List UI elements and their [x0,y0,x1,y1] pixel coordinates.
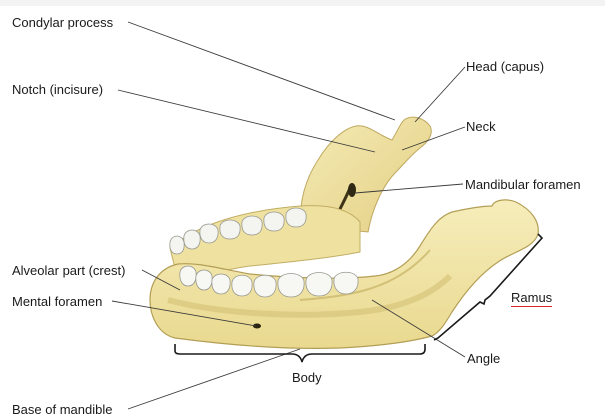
tooth [219,219,241,240]
tooth [211,273,231,295]
label-mandibular-foramen: Mandibular foramen [465,177,581,192]
tooth [169,235,185,255]
far-ramus [299,116,432,233]
tooth [263,211,285,232]
tooth [277,273,305,298]
leader-lines [111,21,466,410]
lower-teeth-row [179,265,359,298]
leader-neck [401,126,466,151]
label-body: Body [292,370,322,385]
tooth [195,269,213,291]
label-neck: Neck [466,119,496,134]
body-bracket [174,344,426,363]
label-head: Head (capus) [466,59,545,74]
label-base-of-mandible: Base of mandible [12,402,113,417]
leader-notch [117,89,376,153]
leader-angle [371,299,466,358]
label-ramus: Ramus [511,290,553,307]
leader-condylar-process [127,21,396,121]
tooth [333,271,359,295]
leader-alveolar-part [141,269,181,291]
oblique-line [299,249,431,301]
label-notch: Notch (incisure) [12,82,104,97]
top-strip [0,0,605,6]
leader-base-of-mandible [127,348,301,410]
tooth [241,215,263,236]
ramus-bracket [433,233,544,341]
label-mental-foramen: Mental foramen [12,294,103,309]
leader-head [414,66,466,123]
tooth [285,207,307,228]
tooth [199,223,219,244]
label-condylar-process: Condylar process [12,15,114,30]
upper-teeth-row [169,207,307,255]
body-shading [167,273,453,318]
tooth [305,272,333,297]
mandibular-foramen-mark [348,183,356,197]
tooth [183,229,201,250]
tooth [179,265,197,287]
label-angle: Angle [467,351,501,366]
leader-mental-foramen [111,300,257,327]
leader-mandibular-foramen [354,183,464,194]
mental-foramen-mark [253,323,261,329]
tooth [253,274,277,298]
label-alveolar-part: Alveolar part (crest) [12,263,126,278]
tooth [231,274,253,297]
